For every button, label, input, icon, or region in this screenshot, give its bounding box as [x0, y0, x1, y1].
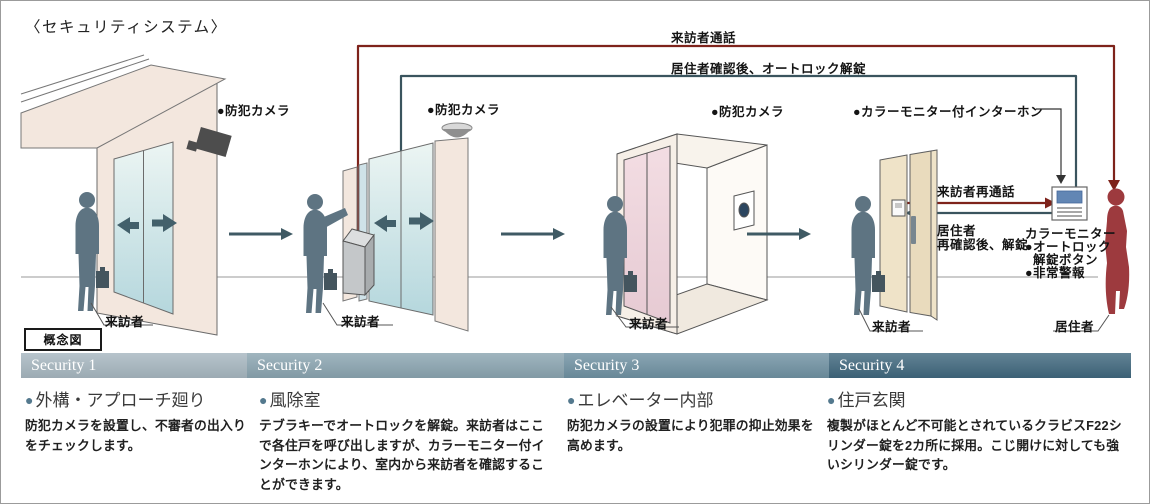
section-bullet-icon: ● [567, 394, 576, 409]
concept-diagram-badge: 概念図 [24, 328, 102, 351]
visitor-call-label: 来訪者通話 [671, 31, 737, 45]
entrance-door-illustration [851, 149, 1130, 321]
intercom-pointer-line [1036, 108, 1066, 184]
elevator-illustration [603, 133, 769, 335]
section-title: ●外構・アプローチ廻り [25, 391, 206, 410]
color-monitor-device [1051, 186, 1088, 221]
camera-elevator-label: ●防犯カメラ [711, 105, 785, 119]
section-bullet-icon: ● [25, 394, 34, 409]
visitor-label-1: 来訪者 [105, 315, 145, 329]
dome-camera-icon [441, 122, 473, 138]
resident-recheck-label-2: 再確認後、解錠 [937, 238, 1029, 252]
security-1-header: Security 1 [21, 353, 247, 378]
security-flow-illustration [20, 44, 1130, 336]
intercom-label: ●カラーモニター付インターホン [853, 105, 1044, 119]
autolock-label-1: ●オートロック [1025, 240, 1112, 254]
autolock-label-2: 解錠ボタン [1033, 253, 1099, 267]
section-title: ●住戸玄関 [827, 391, 906, 410]
security-4-section: ●住戸玄関 複製がほとんど不可能とされているクラビスF22シリンダー錠を2カ所に… [827, 386, 1129, 475]
section-title: ●エレベーター内部 [567, 391, 714, 410]
page-title: 〈セキュリティシステム〉 [25, 19, 228, 36]
resident-recheck-label-1: 居住者 [937, 224, 977, 238]
security-2-header: Security 2 [247, 353, 564, 378]
resident-unlock-label: 居住者確認後、オートロック解錠 [671, 62, 867, 76]
section-bullet-icon: ● [827, 394, 836, 409]
section-body: テブラキーでオートロックを解錠。来訪者はここで各住戸を呼び出しますが、カラーモニ… [259, 418, 545, 492]
camera-entrance-label: ●防犯カメラ [217, 104, 291, 118]
alarm-label: ●非常警報 [1025, 266, 1086, 280]
label-pointer-lines [90, 302, 1110, 332]
section-title: ●風除室 [259, 391, 321, 410]
visitor-silhouette [303, 194, 337, 313]
entrance-illustration [20, 54, 232, 336]
resident-label: 居住者 [1055, 320, 1095, 334]
resident-silhouette [1105, 188, 1130, 314]
elevator-camera-icon [733, 190, 755, 231]
section-bullet-icon: ● [259, 394, 268, 409]
visitor-label-2: 来訪者 [341, 315, 381, 329]
security-3-section: ●エレベーター内部 防犯カメラの設置により犯罪の抑止効果を高めます。 [567, 386, 823, 455]
section-body: 防犯カメラの設置により犯罪の抑止効果を高めます。 [567, 418, 814, 453]
door-intercom-icon [891, 199, 906, 217]
color-monitor-label: カラーモニター [1025, 227, 1117, 241]
security-3-header: Security 3 [564, 353, 829, 378]
visitor-recall-label: 来訪者再通話 [937, 185, 1016, 199]
lobby-illustration [303, 122, 473, 332]
visitor-label-3: 来訪者 [629, 317, 669, 331]
section-body: 複製がほとんど不可能とされているクラビスF22シリンダー錠を2カ所に採用。こじ開… [827, 418, 1122, 472]
security-1-section: ●外構・アプローチ廻り 防犯カメラを設置し、不審者の出入りをチェックします。 [25, 386, 253, 455]
section-body: 防犯カメラを設置し、不審者の出入りをチェックします。 [25, 418, 246, 453]
visitor-label-4: 来訪者 [872, 320, 912, 334]
security-camera-icon [186, 127, 232, 158]
security-2-section: ●風除室 テブラキーでオートロックを解錠。来訪者はここで各住戸を呼び出しますが、… [259, 386, 555, 494]
security-header-bar: Security 1 Security 2 Security 3 Securit… [21, 353, 1131, 378]
security-4-header: Security 4 [829, 353, 1131, 378]
door-handle [911, 216, 916, 244]
visitor-arm [319, 208, 348, 229]
lobby-intercom-panel [342, 228, 375, 297]
camera-lobby-label: ●防犯カメラ [427, 103, 501, 117]
